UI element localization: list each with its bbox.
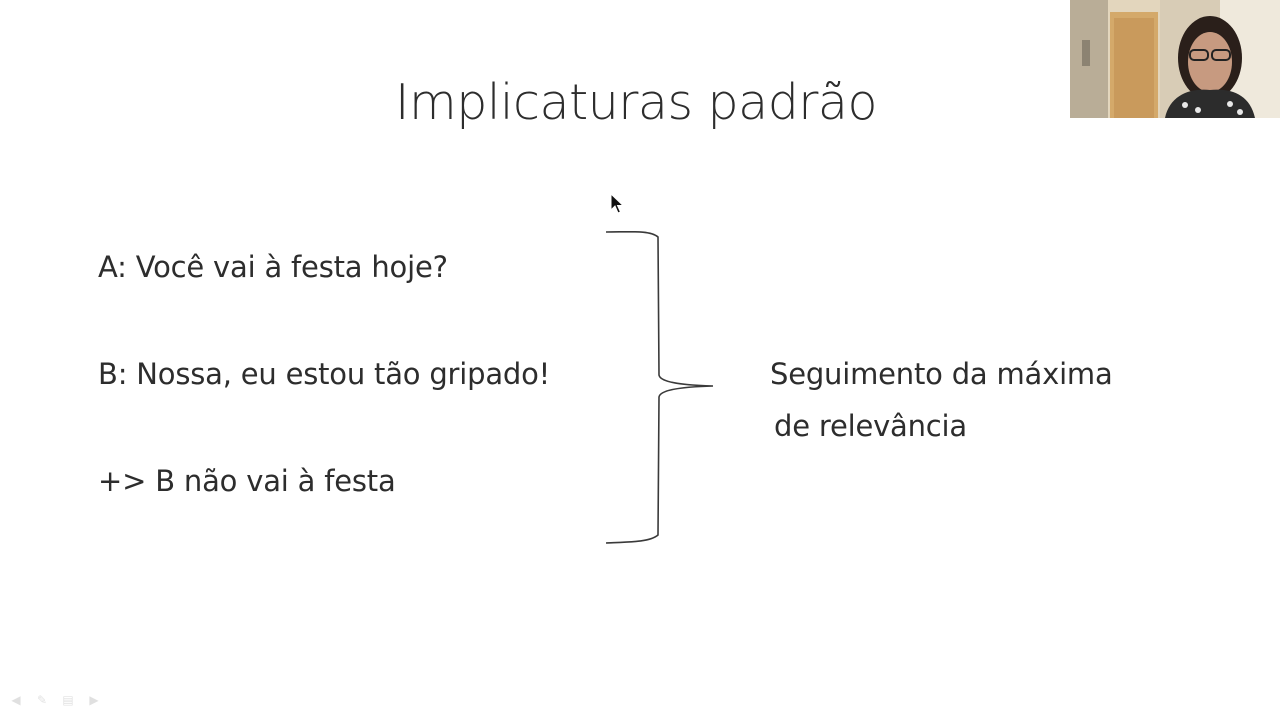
slideshow-controls: ◀ ✎ ▤ ▶ (8, 693, 102, 707)
presenter-video-image (1070, 0, 1280, 118)
mouse-pointer-icon (610, 193, 625, 214)
slide-title: Implicaturas padrão (395, 74, 877, 131)
conclusion-line-2: de relevância (774, 409, 967, 443)
webcam-video-feed (1070, 0, 1280, 118)
curly-brace (605, 230, 714, 544)
dialogue-line-a: A: Você vai à festa hoje? (98, 250, 448, 284)
dialogue-line-b: B: Nossa, eu estou tão gripado! (98, 357, 551, 391)
pen-icon[interactable]: ✎ (36, 693, 48, 707)
conclusion-line-1: Seguimento da máxima (770, 357, 1113, 391)
implicature-line: +> B não vai à festa (98, 464, 396, 498)
arrow-left-icon[interactable]: ◀ (11, 693, 21, 707)
slides-menu-icon[interactable]: ▤ (62, 693, 74, 707)
arrow-right-icon[interactable]: ▶ (89, 693, 99, 707)
